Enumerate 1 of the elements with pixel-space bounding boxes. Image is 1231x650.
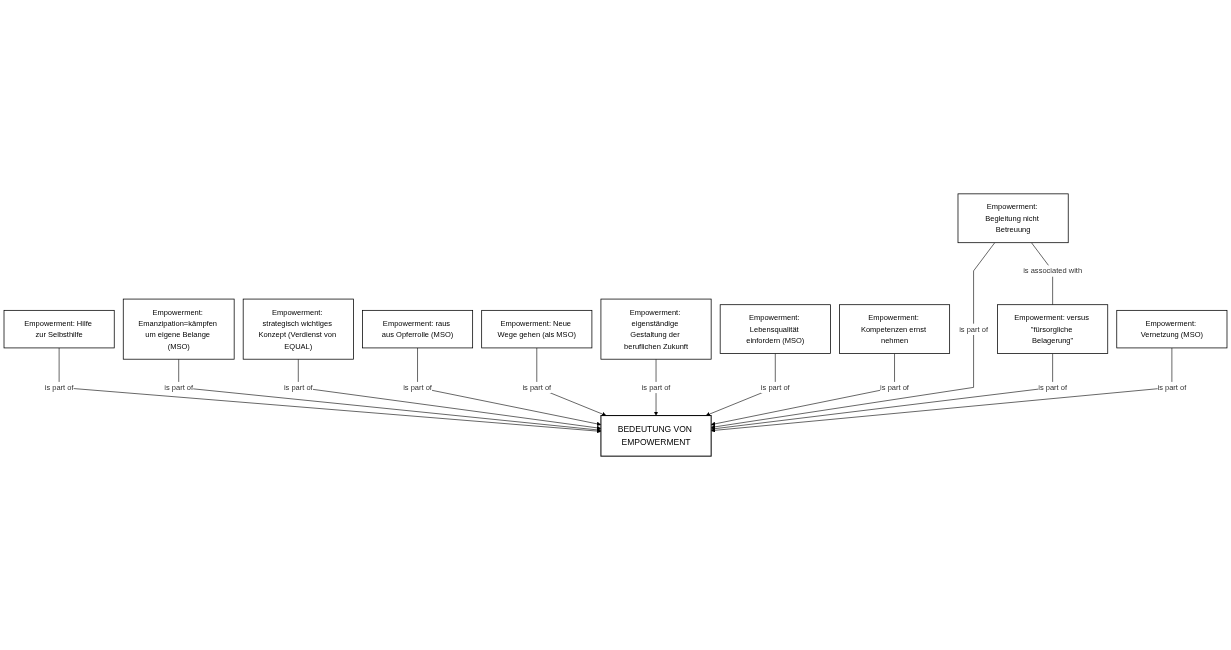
node-box: BEDEUTUNG VON EMPOWERMENT	[600, 415, 712, 457]
